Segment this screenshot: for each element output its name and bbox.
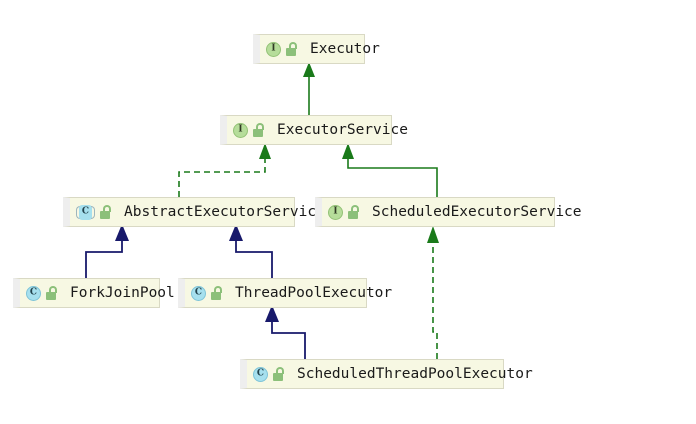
edge-executor-service-to-executor bbox=[303, 62, 315, 115]
edge-abstract-executor-service-to-executor-service bbox=[178, 143, 271, 197]
padlock-icon bbox=[100, 205, 112, 219]
node-scheduled-executor-service-label: ScheduledExecutorService bbox=[372, 203, 582, 220]
class-icon bbox=[191, 285, 206, 301]
node-abstract-executor-service-icons bbox=[76, 204, 112, 220]
node-executor[interactable]: Executor bbox=[253, 34, 380, 64]
edge-scheduled-thread-pool-executor-to-thread-pool-executor bbox=[265, 305, 306, 359]
node-fork-join-pool[interactable]: ForkJoinPool bbox=[13, 278, 175, 308]
edge-thread-pool-executor-to-abstract-executor-service bbox=[229, 224, 273, 278]
node-abstract-executor-service-label: AbstractExecutorService bbox=[124, 203, 325, 220]
padlock-icon bbox=[348, 205, 360, 219]
node-scheduled-executor-service[interactable]: ScheduledExecutorService bbox=[315, 197, 582, 227]
interface-icon bbox=[328, 204, 343, 220]
class-icon bbox=[253, 366, 268, 382]
node-executor-service[interactable]: ExecutorService bbox=[220, 115, 408, 145]
node-abstract-executor-service[interactable]: AbstractExecutorService bbox=[63, 197, 325, 227]
edge-scheduled-executor-service-to-executor-service bbox=[342, 143, 438, 197]
padlock-icon bbox=[46, 286, 58, 300]
node-executor-label: Executor bbox=[310, 40, 380, 57]
padlock-icon bbox=[211, 286, 223, 300]
padlock-icon bbox=[286, 42, 298, 56]
interface-icon bbox=[266, 41, 281, 57]
node-scheduled-thread-pool-executor[interactable]: ScheduledThreadPoolExecutor bbox=[240, 359, 533, 389]
node-fork-join-pool-label: ForkJoinPool bbox=[70, 284, 175, 301]
class-icon bbox=[26, 285, 41, 301]
interface-icon bbox=[233, 122, 248, 138]
padlock-icon bbox=[273, 367, 285, 381]
node-thread-pool-executor-label: ThreadPoolExecutor bbox=[235, 284, 393, 301]
node-fork-join-pool-icons bbox=[26, 285, 58, 301]
edge-fork-join-pool-to-abstract-executor-service bbox=[85, 224, 129, 278]
padlock-icon bbox=[253, 123, 265, 137]
node-thread-pool-executor-icons bbox=[191, 285, 223, 301]
node-executor-service-icons bbox=[233, 122, 265, 138]
node-thread-pool-executor[interactable]: ThreadPoolExecutor bbox=[178, 278, 392, 308]
node-executor-service-label: ExecutorService bbox=[277, 121, 408, 138]
node-scheduled-executor-service-icons bbox=[328, 204, 360, 220]
node-executor-icons bbox=[266, 41, 298, 57]
abstract-class-icon bbox=[76, 204, 95, 220]
node-scheduled-thread-pool-executor-icons bbox=[253, 366, 285, 382]
edge-scheduled-thread-pool-executor-to-scheduled-executor-service bbox=[427, 226, 439, 359]
node-scheduled-thread-pool-executor-label: ScheduledThreadPoolExecutor bbox=[297, 365, 533, 382]
